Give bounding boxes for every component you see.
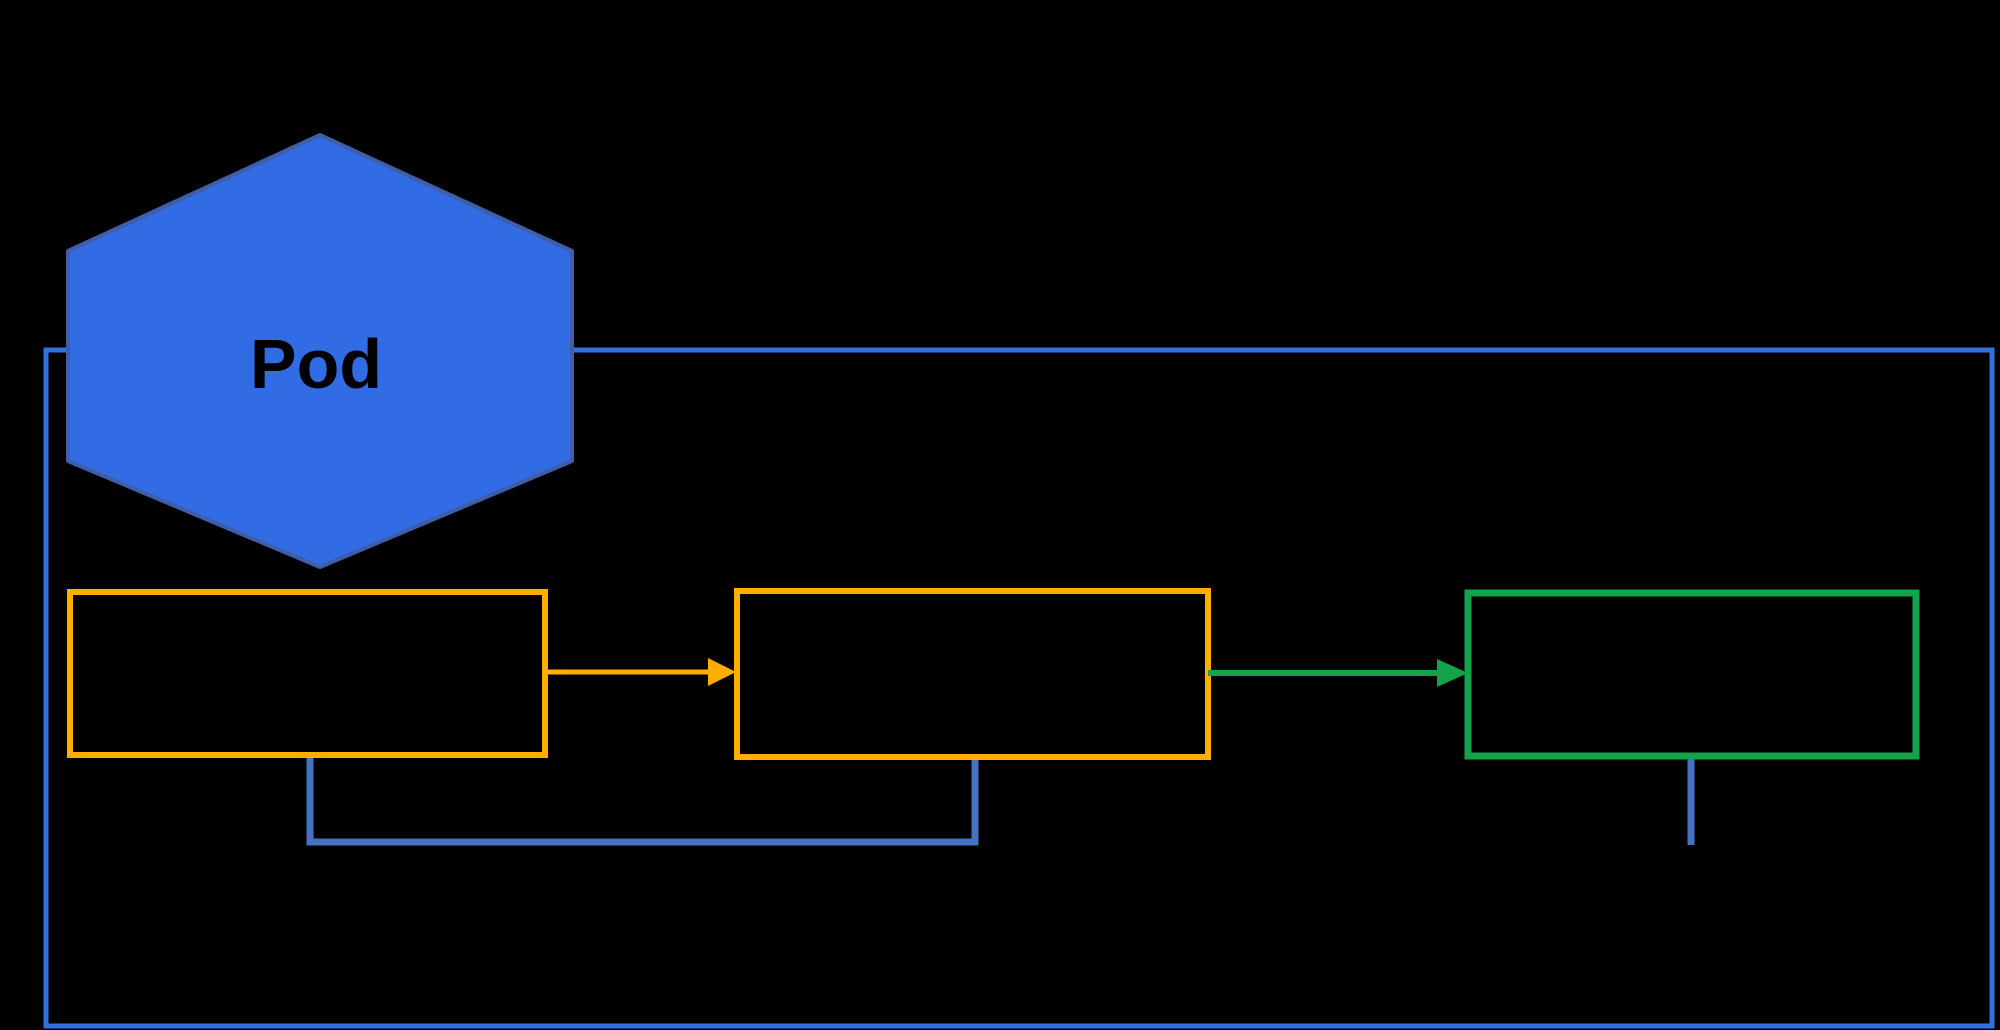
green-box [1464,589,1920,760]
connector-box1-box2-bottom [306,755,979,846]
pod-hexagon [66,133,574,569]
arrow-box1-to-box2 [545,658,736,686]
orange-box-1 [67,589,548,758]
arrow-box1-to-box2-head [708,658,736,686]
arrow-box2-to-green-box [1208,659,1468,687]
pod-label: Pod [250,325,382,403]
arrow-box2-to-green-box-head [1437,659,1468,687]
orange-box-2 [734,588,1211,760]
outer-container-box [43,347,1995,1029]
